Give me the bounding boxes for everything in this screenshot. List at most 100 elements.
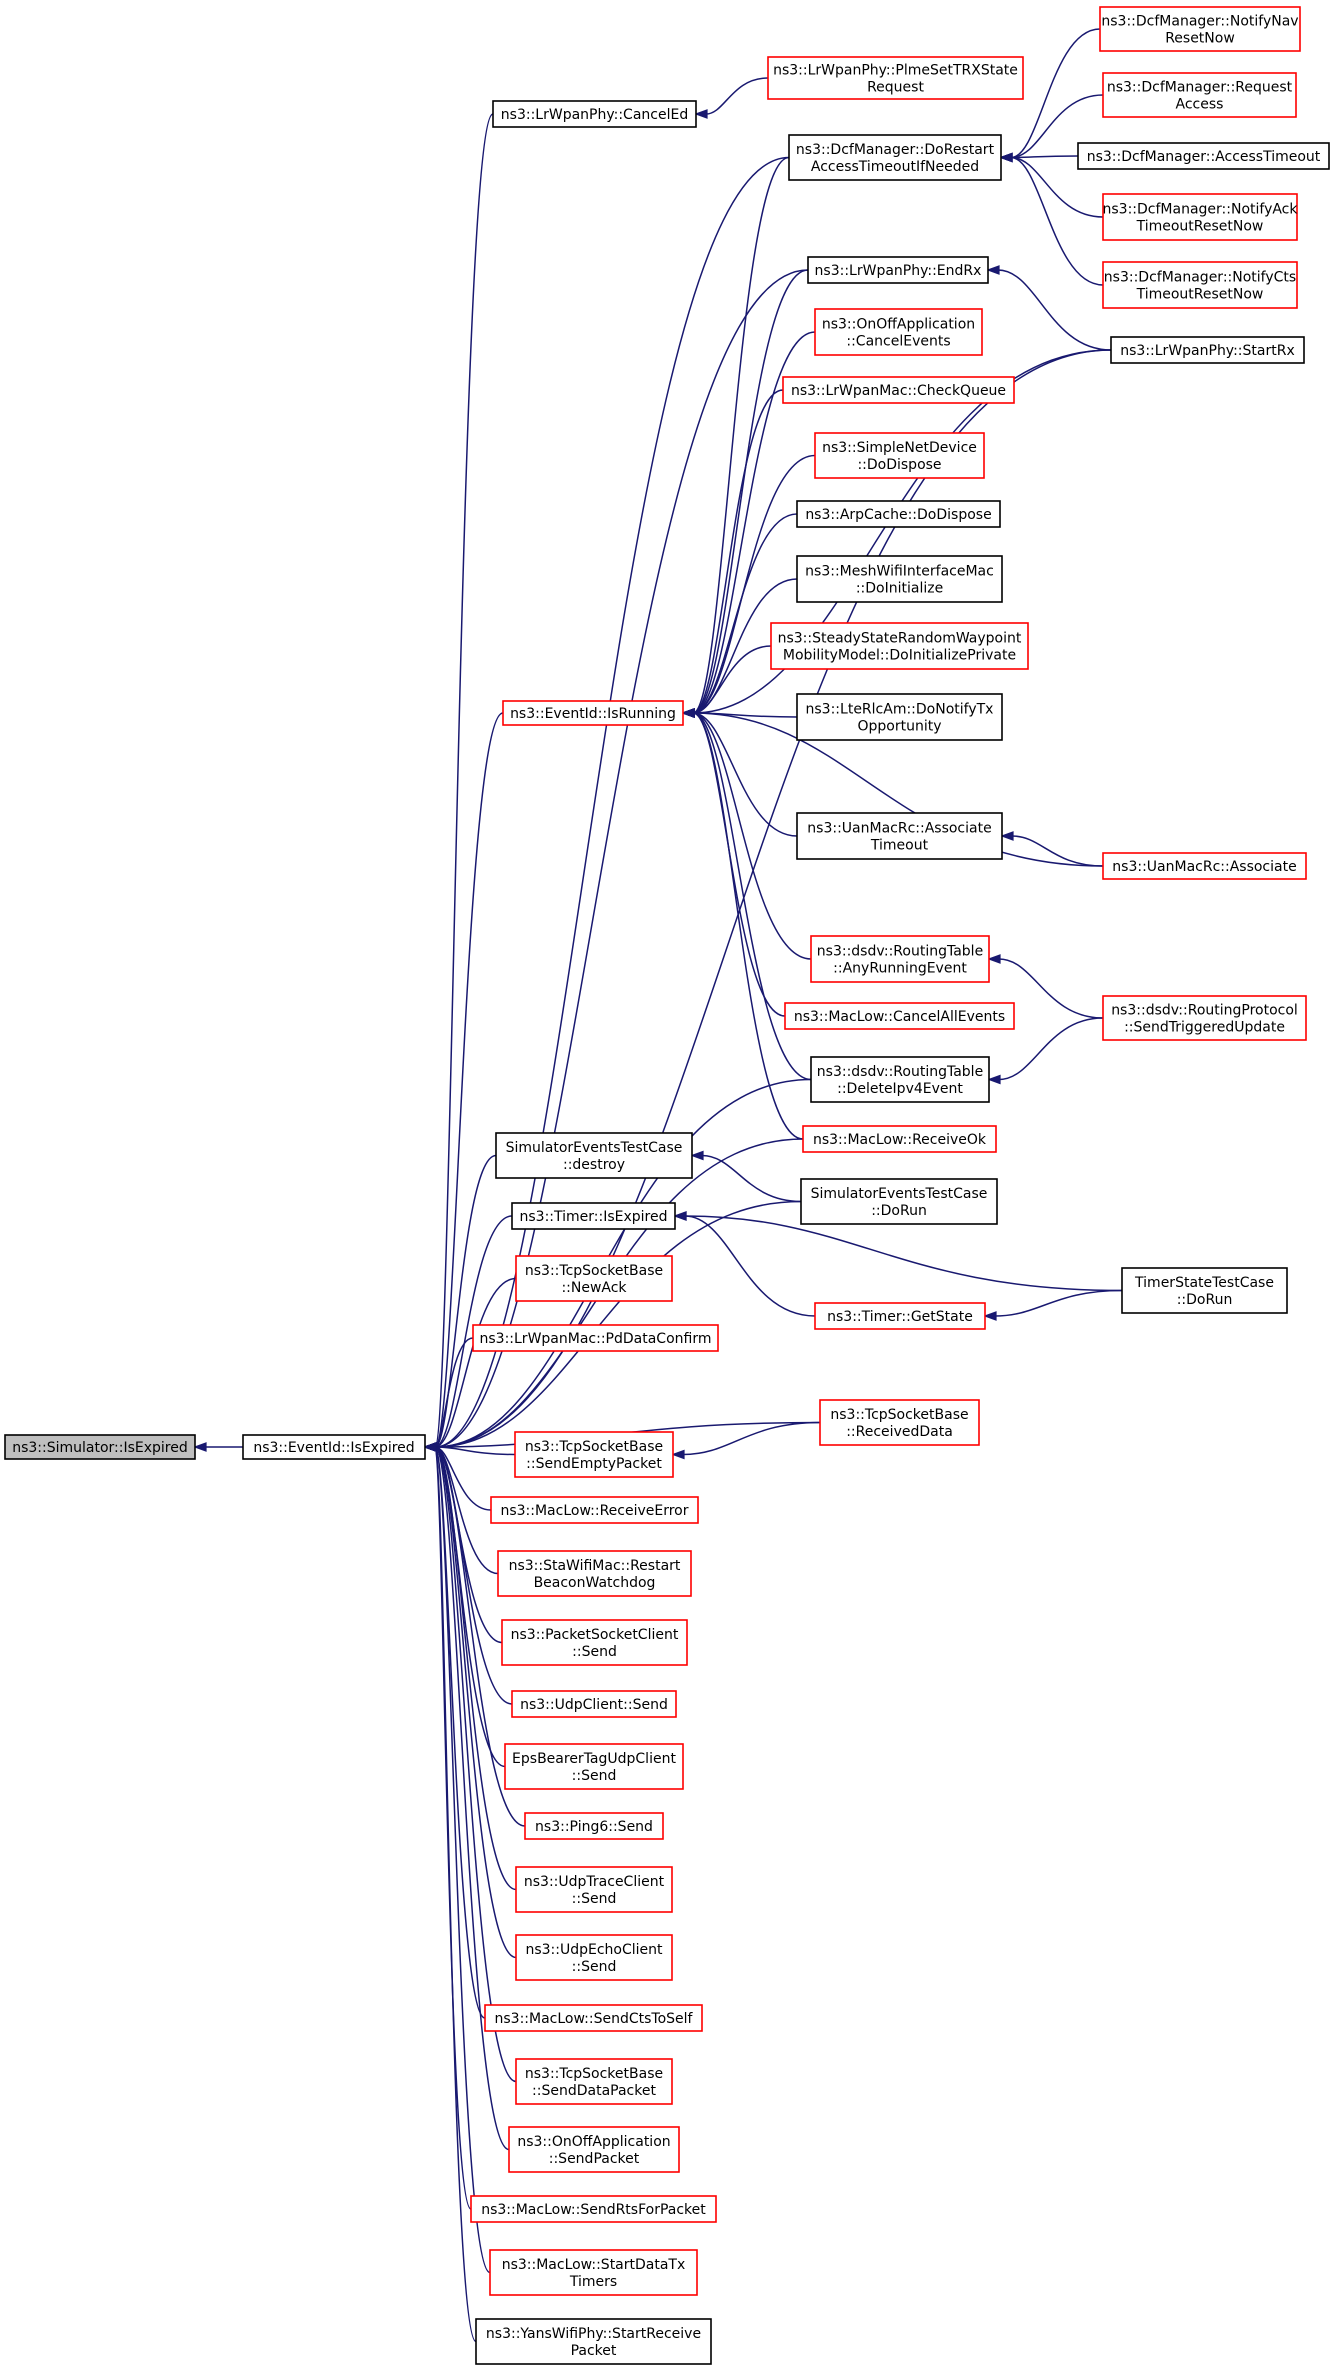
node-box bbox=[807, 256, 989, 284]
arrowhead bbox=[1000, 831, 1014, 841]
node-ns3-lrwpanmac-checkqueue[interactable]: ns3::LrWpanMac::CheckQueue bbox=[782, 376, 1015, 404]
node-label: ::DoInitialize bbox=[856, 581, 943, 597]
node-epsbearertagudpclient-send[interactable]: EpsBearerTagUdpClient::Send bbox=[504, 1743, 684, 1790]
node-ns3-lrwpanphy-endrx[interactable]: ns3::LrWpanPhy::EndRx bbox=[807, 256, 989, 284]
node-ns3-uanmacrc-associate[interactable]: ns3::UanMacRc::Associate bbox=[1102, 852, 1307, 880]
edge-n14-to-n2 bbox=[692, 389, 784, 714]
node-ns3-simplenetdevice-dodispose[interactable]: ns3::SimpleNetDevice::DoDispose bbox=[814, 432, 985, 479]
node-label: ::DoDispose bbox=[857, 457, 941, 473]
node-simulatoreventstestcase-dorun[interactable]: SimulatorEventsTestCase::DoRun bbox=[800, 1178, 998, 1225]
node-ns3-lrwpanphy-canceled[interactable]: ns3::LrWpanPhy::CancelEd bbox=[492, 100, 697, 128]
node-ns3-udptraceclient-send[interactable]: ns3::UdpTraceClient::Send bbox=[515, 1866, 673, 1913]
node-label: ns3::LrWpanPhy::EndRx bbox=[815, 263, 982, 279]
node-simulatoreventstestcase-destroy[interactable]: SimulatorEventsTestCase::destroy bbox=[495, 1132, 693, 1179]
node-box bbox=[819, 1399, 980, 1446]
node-label: ns3::DcfManager::NotifyCts bbox=[1104, 270, 1296, 286]
edge-n49-to-n1 bbox=[434, 1446, 477, 2343]
edge-n11-to-n1 bbox=[434, 269, 809, 1448]
node-label: ns3::OnOffApplication bbox=[822, 317, 975, 333]
edge-n16-to-n2 bbox=[692, 513, 798, 714]
node-box bbox=[508, 2126, 680, 2173]
node-box bbox=[796, 693, 1003, 741]
edge-n33-to-n1 bbox=[434, 1337, 474, 1448]
node-box bbox=[511, 1202, 676, 1230]
node-label: Opportunity bbox=[857, 719, 941, 735]
node-label: ResetNow bbox=[1165, 31, 1235, 47]
node-ns3-maclow-sendrtsforpacket[interactable]: ns3::MacLow::SendRtsForPacket bbox=[470, 2195, 717, 2223]
node-ns3-lrwpanphy-startrx[interactable]: ns3::LrWpanPhy::StartRx bbox=[1110, 336, 1305, 364]
edge-n2-to-n1 bbox=[434, 712, 504, 1448]
node-ns3-dcfmanager-notifyack-timeoutresetnow[interactable]: ns3::DcfManager::NotifyAckTimeoutResetNo… bbox=[1102, 193, 1299, 241]
node-ns3-meshwifiinterfacemac-doinitialize[interactable]: ns3::MeshWifiInterfaceMac::DoInitialize bbox=[796, 555, 1003, 603]
node-ns3-eventid-isrunning[interactable]: ns3::EventId::IsRunning bbox=[502, 700, 684, 726]
node-ns3-dsdv-routingtable-deleteipv4event[interactable]: ns3::dsdv::RoutingTable::DeleteIpv4Event bbox=[810, 1056, 990, 1103]
node-box bbox=[515, 1866, 673, 1913]
node-ns3-simulator-isexpired[interactable]: ns3::Simulator::IsExpired bbox=[4, 1434, 196, 1460]
node-label: ns3::MacLow::SendRtsForPacket bbox=[481, 2202, 706, 2218]
node-label: ns3::LrWpanMac::PdDataConfirm bbox=[480, 1331, 712, 1347]
node-ns3-steadystaterandomwaypoint-mobilitymodel-doinitializeprivate[interactable]: ns3::SteadyStateRandomWaypointMobilityMo… bbox=[770, 622, 1029, 670]
edge-n4-to-n3 bbox=[705, 77, 769, 115]
node-ns3-dcfmanager-notifycts-timeoutresetnow[interactable]: ns3::DcfManager::NotifyCtsTimeoutResetNo… bbox=[1102, 261, 1298, 309]
node-ns3-arpcache-dodispose[interactable]: ns3::ArpCache::DoDispose bbox=[796, 500, 1001, 528]
node-ns3-tcpsocketbase-receiveddata[interactable]: ns3::TcpSocketBase::ReceivedData bbox=[819, 1399, 980, 1446]
node-ns3-maclow-sendctstoself[interactable]: ns3::MacLow::SendCtsToSelf bbox=[484, 2004, 703, 2032]
node-ns3-dsdv-routingprotocol-sendtriggeredupdate[interactable]: ns3::dsdv::RoutingProtocol::SendTriggere… bbox=[1102, 995, 1307, 1041]
edge-n5-to-n2 bbox=[692, 156, 790, 714]
edge-n43-to-n1 bbox=[434, 1446, 517, 1959]
node-ns3-udpclient-send[interactable]: ns3::UdpClient::Send bbox=[511, 1690, 677, 1718]
edge-n46-to-n1 bbox=[434, 1446, 510, 2151]
edge-n23-to-n22 bbox=[998, 958, 1104, 1019]
node-label: ns3::dsdv::RoutingTable bbox=[817, 944, 983, 960]
node-label: ns3::DcfManager::NotifyNav bbox=[1101, 14, 1298, 30]
node-ns3-packetsocketclient-send[interactable]: ns3::PacketSocketClient::Send bbox=[501, 1619, 688, 1666]
node-ns3-tcpsocketbase-senddatapacket[interactable]: ns3::TcpSocketBase::SendDataPacket bbox=[515, 2058, 673, 2105]
node-label: ::AnyRunningEvent bbox=[833, 961, 967, 977]
node-timerstatetestcase-dorun[interactable]: TimerStateTestCase::DoRun bbox=[1121, 1267, 1288, 1314]
node-label: ns3::MacLow::SendCtsToSelf bbox=[495, 2011, 694, 2027]
node-label: ns3::UanMacRc::Associate bbox=[807, 821, 991, 837]
edge-n26-to-n2 bbox=[692, 712, 804, 1140]
node-ns3-udpechoclient-send[interactable]: ns3::UdpEchoClient::Send bbox=[515, 1934, 673, 1981]
edge-n34-to-n35 bbox=[682, 1421, 821, 1456]
edge-n45-to-n1 bbox=[434, 1446, 517, 2083]
node-label: ns3::YansWifiPhy::StartReceive bbox=[486, 2326, 701, 2342]
node-ns3-onoffapplication-cancelevents[interactable]: ns3::OnOffApplication::CancelEvents bbox=[814, 308, 983, 356]
node-ns3-timer-isexpired[interactable]: ns3::Timer::IsExpired bbox=[511, 1202, 676, 1230]
node-ns3-tcpsocketbase-sendemptypacket[interactable]: ns3::TcpSocketBase::SendEmptyPacket bbox=[514, 1431, 674, 1478]
node-ns3-dcfmanager-accesstimeout[interactable]: ns3::DcfManager::AccessTimeout bbox=[1077, 142, 1330, 170]
edge-n12-to-n11 bbox=[997, 269, 1112, 351]
node-ns3-maclow-receiveerror[interactable]: ns3::MacLow::ReceiveError bbox=[490, 1496, 699, 1524]
node-ns3-maclow-cancelallevents[interactable]: ns3::MacLow::CancelAllEvents bbox=[784, 1002, 1015, 1030]
node-box bbox=[814, 308, 983, 356]
node-ns3-maclow-receiveok[interactable]: ns3::MacLow::ReceiveOk bbox=[802, 1125, 997, 1153]
node-ns3-tcpsocketbase-newack[interactable]: ns3::TcpSocketBase::NewAck bbox=[515, 1255, 673, 1302]
node-ns3-eventid-isexpired[interactable]: ns3::EventId::IsExpired bbox=[242, 1434, 426, 1460]
node-label: ns3::SimpleNetDevice bbox=[822, 440, 977, 456]
arrowhead bbox=[694, 109, 708, 119]
arrowhead bbox=[423, 1442, 437, 1452]
node-label: ::Send bbox=[572, 1644, 617, 1660]
node-box bbox=[242, 1434, 426, 1460]
edge-n35-to-n1 bbox=[434, 1446, 516, 1456]
node-label: SimulatorEventsTestCase bbox=[811, 1186, 988, 1202]
node-ns3-timer-getstate[interactable]: ns3::Timer::GetState bbox=[814, 1302, 986, 1330]
node-ns3-ping6-send[interactable]: ns3::Ping6::Send bbox=[524, 1812, 664, 1840]
node-box bbox=[501, 1619, 688, 1666]
node-ns3-dcfmanager-dorestart-accesstimeoutifneeded[interactable]: ns3::DcfManager::DoRestartAccessTimeoutI… bbox=[788, 134, 1002, 181]
node-ns3-onoffapplication-sendpacket[interactable]: ns3::OnOffApplication::SendPacket bbox=[508, 2126, 680, 2173]
node-ns3-dsdv-routingtable-anyrunningevent[interactable]: ns3::dsdv::RoutingTable::AnyRunningEvent bbox=[810, 935, 990, 983]
node-label: ::DeleteIpv4Event bbox=[837, 1081, 963, 1097]
node-box bbox=[814, 432, 985, 479]
node-label: ns3::LrWpanPhy::PlmeSetTRXState bbox=[773, 63, 1018, 79]
node-ns3-lrwpanmac-pddataconfirm[interactable]: ns3::LrWpanMac::PdDataConfirm bbox=[472, 1324, 719, 1352]
